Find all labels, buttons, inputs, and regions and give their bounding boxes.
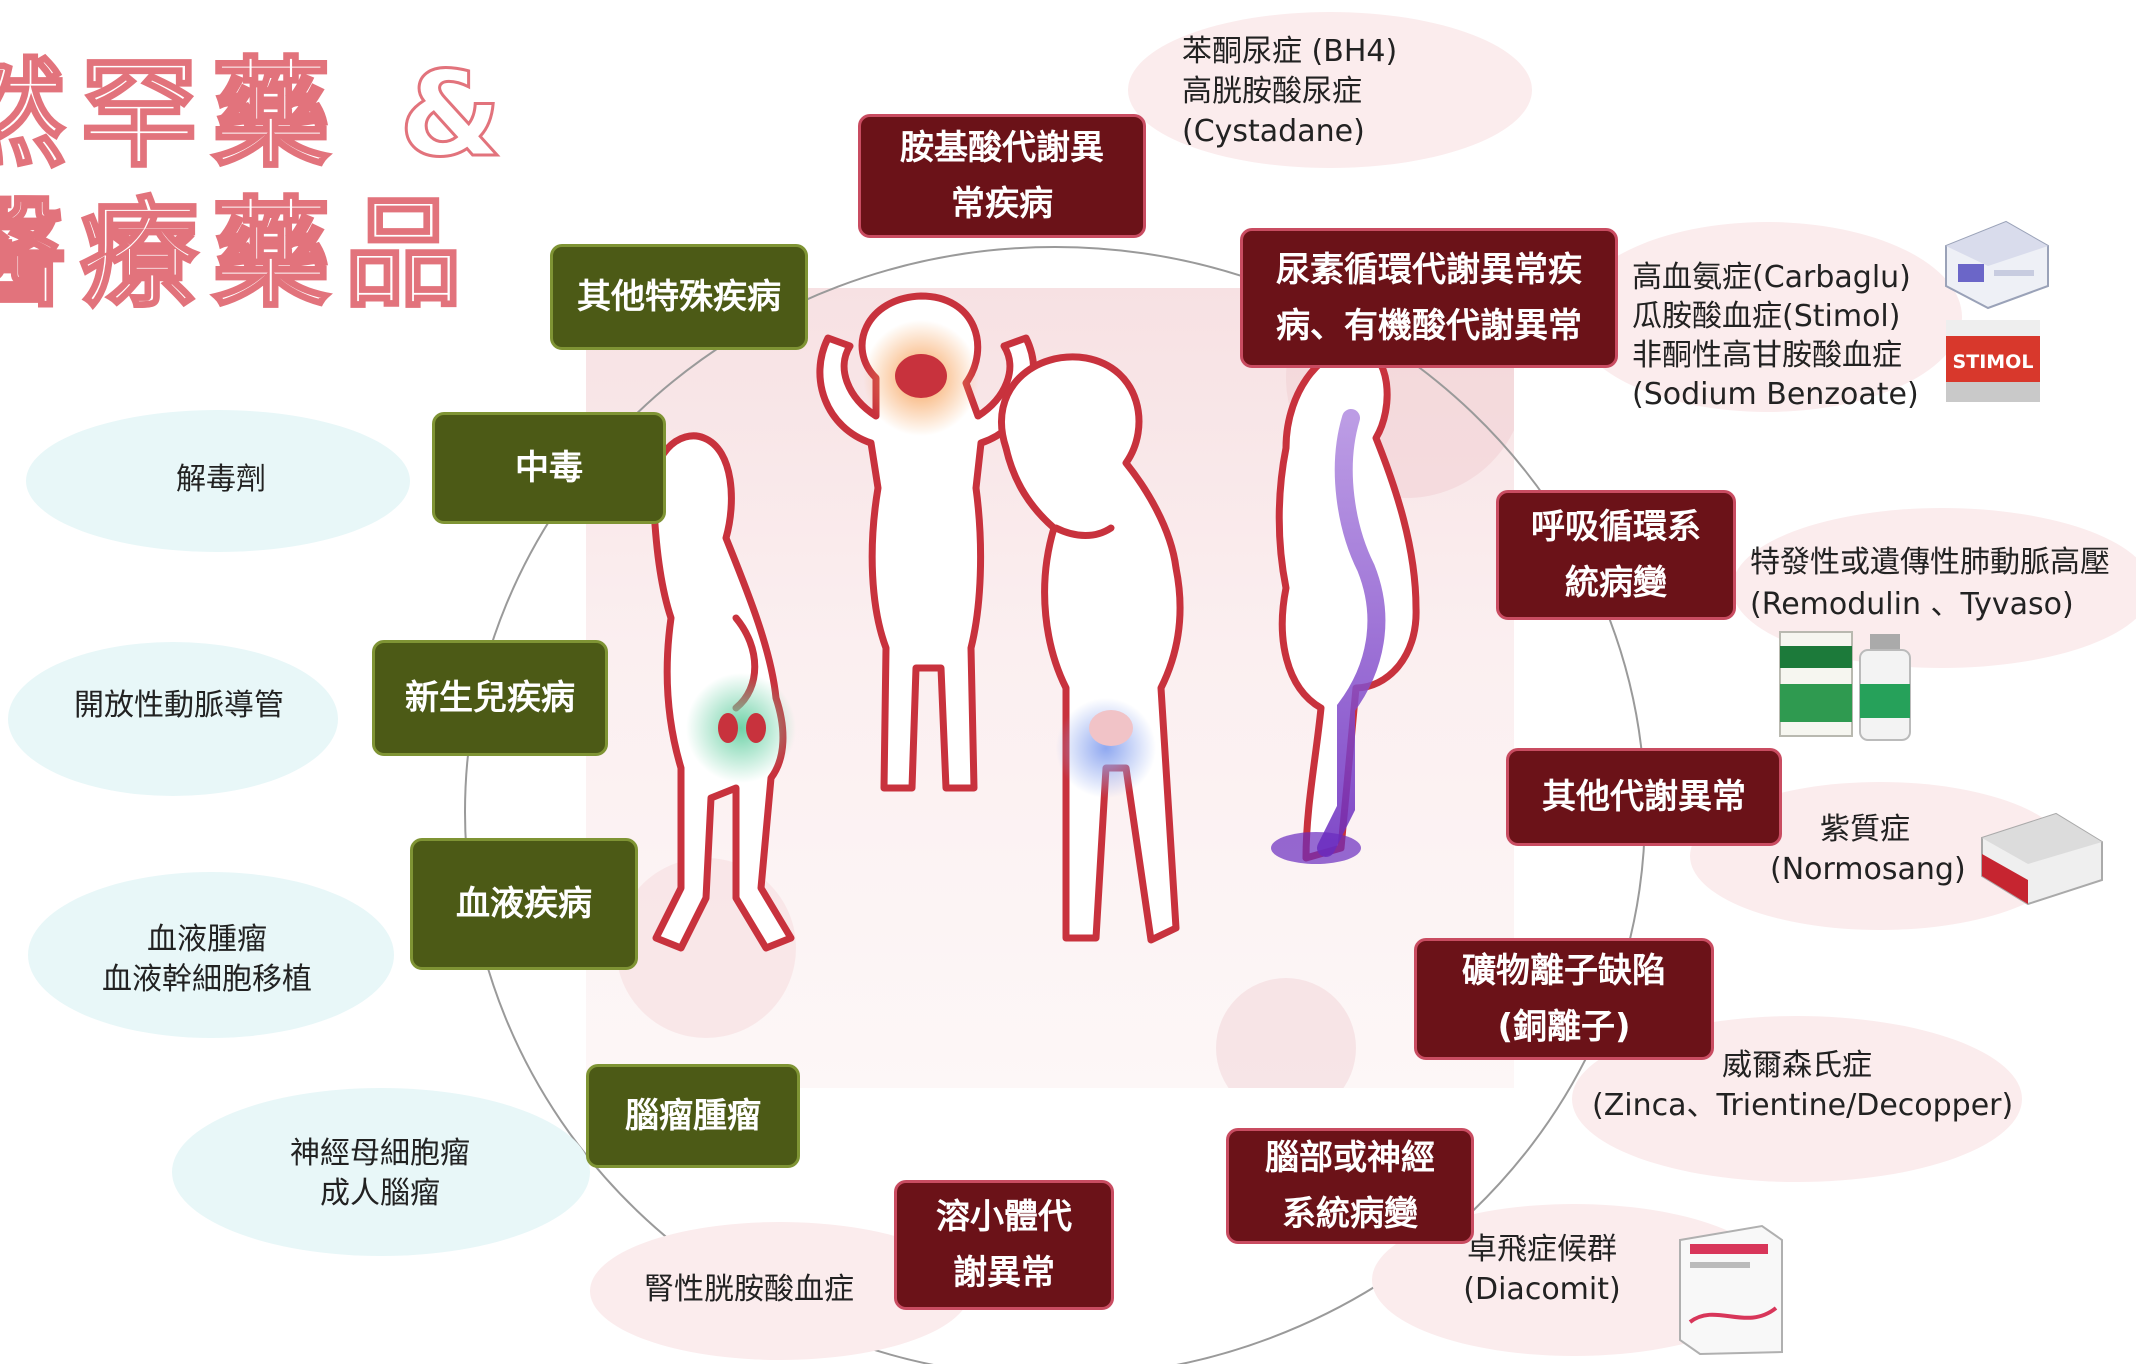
category-blood[interactable]: 血液疾病 [410,838,638,970]
note-amino: 苯酮尿症 (BH4) 高胱胺酸尿症 (Cystadane) [1182,34,1398,149]
category-neuro[interactable]: 腦部或神經 系統病變 [1226,1128,1474,1244]
note-oval-poison [26,410,410,552]
note-neuro: 卓飛症候群 (Diacomit) [1463,1232,1621,1307]
note-poison: 解毒劑 [176,462,266,497]
note-oval-urea [1572,222,1962,412]
category-other-metabolic[interactable]: 其他代謝異常 [1506,748,1782,846]
note-mineral: 威爾森氏症 (Zinca、Trientine/Decopper) [1592,1048,2014,1123]
remodulin-box-image [1779,631,1853,737]
carbaglu-box-image [1945,220,2049,310]
stimol-box-image: STIMOL [1946,320,2040,402]
category-urea-cycle[interactable]: 尿素循環代謝異常疾 病、有機酸代謝異常 [1240,228,1618,368]
title-line-1: 然罕藥 & [0,44,516,185]
note-metab: 紫質症 (Normosang) [1770,812,1966,887]
stimol-label: STIMOL [1953,351,2034,373]
patients-illustration [616,288,1514,1088]
category-neonatal[interactable]: 新生兒疾病 [372,640,608,756]
note-urea: 高血氨症(Carbaglu) 瓜胺酸血症(Stimol) 非酮性高甘胺酸血症 (… [1632,260,1919,412]
note-oval-amino [1128,12,1532,168]
note-oval-blood [28,872,394,1038]
category-mineral-ion[interactable]: 礦物離子缺陷 (銅離子) [1414,938,1714,1060]
note-neonatal: 開放性動脈導管 [74,688,284,723]
normosang-box-image [1981,812,2103,906]
category-lysosomal[interactable]: 溶小體代 謝異常 [894,1180,1114,1310]
category-brain-tumor[interactable]: 腦瘤腫瘤 [586,1064,800,1168]
illustration-panel [586,288,1514,1088]
category-respiratory[interactable]: 呼吸循環系 統病變 [1496,490,1736,620]
tyvaso-vial-image [1859,634,1911,741]
note-oval-brain-tumor [172,1088,590,1256]
note-lysosomal: 腎性胱胺酸血症 [644,1272,854,1307]
category-amino-acid[interactable]: 胺基酸代謝異 常疾病 [858,114,1146,238]
note-blood: 血液腫瘤 血液幹細胞移植 [102,922,312,997]
diacomit-box-image [1679,1224,1783,1356]
note-brain-tumor: 神經母細胞瘤 成人腦瘤 [290,1136,470,1211]
title-line-2: 醫療藥品 [0,184,477,325]
note-oval-neonatal [8,642,338,796]
note-resp: 特發性或遺傳性肺動脈高壓 (Remodulin 、Tyvaso) [1750,545,2110,622]
category-poison[interactable]: 中毒 [432,412,666,524]
category-other-special[interactable]: 其他特殊疾病 [550,244,808,350]
